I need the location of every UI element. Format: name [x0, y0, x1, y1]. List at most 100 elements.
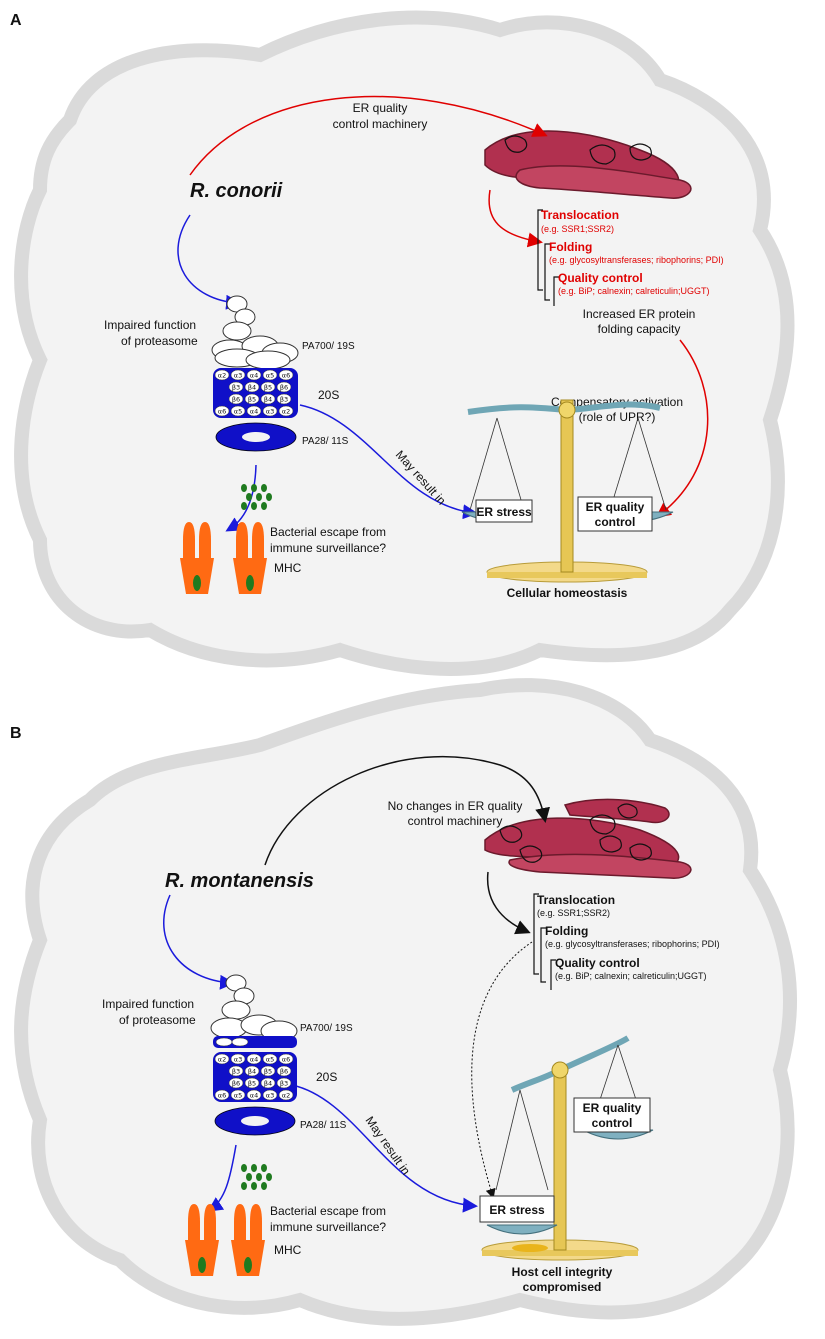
- proteasome-subunit-label: α4: [250, 1056, 258, 1064]
- arrow-peptides-to-mhc-a: [225, 464, 257, 532]
- translocation-eg-b: (e.g. SSR1;SSR2): [537, 908, 610, 918]
- folding-eg-a: (e.g. glycosyltransferases; ribophorins;…: [549, 255, 724, 265]
- arrow-bacterium-to-er-a: [189, 95, 548, 176]
- er-components-list-b: Translocation (e.g. SSR1;SSR2) Folding (…: [533, 893, 720, 990]
- er-machinery-label-b-1: No changes in ER quality: [388, 799, 523, 813]
- folding-eg-b: (e.g. glycosyltransferases; ribophorins;…: [545, 939, 720, 949]
- proteasome-subunit: [244, 1065, 260, 1077]
- increased-label-a-1: Increased ER protein: [583, 307, 696, 321]
- proteasome-subunit: [276, 381, 292, 393]
- proteasome-subunit: [230, 1089, 246, 1101]
- proteasome-subunit-label: α5: [266, 1056, 274, 1064]
- proteasome-subunit: [244, 393, 260, 405]
- qc-eg-a: (e.g. BiP; calnexin; calreticulin;UGGT): [558, 286, 710, 296]
- er-stress-label-b: ER stress: [489, 1203, 545, 1217]
- arrow-capacity-to-erqc-a: [655, 339, 709, 518]
- proteasome-subunit-label: α3: [266, 408, 274, 416]
- proteasome-subunit: [246, 405, 262, 417]
- proteasome-subunit: [260, 393, 276, 405]
- proteasome-subunit-label: β4: [248, 1068, 256, 1076]
- proteasome-subunit: [228, 1077, 244, 1089]
- er-stress-box-a: [475, 499, 533, 523]
- mhc-label-b: MHC: [274, 1243, 302, 1257]
- balance-scale-b: [481, 1035, 654, 1261]
- qc-label-a: Quality control: [558, 271, 643, 285]
- increased-label-a-2: folding capacity: [598, 322, 681, 336]
- translocation-eg-a: (e.g. SSR1;SSR2): [541, 224, 614, 234]
- arrow-er-to-list-b: [486, 871, 531, 935]
- proteasome-subunit: [276, 1065, 292, 1077]
- proteasome-subunit: [262, 1053, 278, 1065]
- proteasome-subunit-label: α2: [218, 372, 226, 380]
- proteasome-subunit: [228, 1065, 244, 1077]
- er-stress-box-b: [479, 1195, 555, 1223]
- proteasome-subunit: [260, 1065, 276, 1077]
- proteasome-subunit-label: α4: [250, 408, 258, 416]
- proteasome-subunit-label: α2: [218, 1056, 226, 1064]
- escape-label-b-1: Bacterial escape from: [270, 1204, 386, 1218]
- compromised-label-b-2: compromised: [523, 1280, 602, 1294]
- er-machinery-label-a-2: control machinery: [333, 117, 428, 131]
- proteasome-subunit-label: α6: [218, 408, 226, 416]
- er-stress-label-a: ER stress: [476, 505, 532, 519]
- proteasome-subunit: [244, 381, 260, 393]
- arrow-proteasome-to-erstress-b: [291, 1084, 478, 1213]
- proteasome-subunit: [228, 393, 244, 405]
- panel-a-letter: A: [10, 12, 22, 29]
- proteasome-subunit: [246, 1089, 262, 1101]
- escape-label-a-1: Bacterial escape from: [270, 525, 386, 539]
- impaired-label-a-1: Impaired function: [104, 318, 196, 332]
- erqc-label-b-1: ER quality: [583, 1101, 642, 1115]
- proteasome-subunit-label: α6: [218, 1092, 226, 1100]
- erqc-box-a: [577, 496, 653, 532]
- arrow-er-to-list-a: [488, 189, 543, 248]
- proteasome-subunit: [278, 1089, 294, 1101]
- proteasome-subunit: [214, 1089, 230, 1101]
- proteasome-subunit-label: β3: [232, 384, 240, 392]
- proteasome-subunit-label: β5: [248, 1080, 256, 1088]
- bacterium-label-a: R. conorii: [190, 180, 283, 202]
- proteasome-subunit-label: β6: [280, 384, 288, 392]
- proteasome-subunit: [260, 1077, 276, 1089]
- bacterium-label-b: R. montanensis: [165, 870, 314, 892]
- panel-b-letter: B: [10, 725, 22, 742]
- proteasome-subunit-label: α5: [266, 372, 274, 380]
- panel-a: A R. conorii ER quality control machiner…: [10, 10, 795, 676]
- proteasome-subunit-label: α3: [234, 372, 242, 380]
- mhc-molecules-a: [180, 522, 267, 594]
- proteasome-subunit-label: α2: [282, 408, 290, 416]
- erqc-label-a-1: ER quality: [586, 500, 645, 514]
- proteasome-subunit: [262, 405, 278, 417]
- proteasome-subunit: [214, 405, 230, 417]
- proteasome-subunit: [278, 405, 294, 417]
- proteasome-subunit: [278, 369, 294, 381]
- arrow-peptides-to-mhc-b: [207, 1144, 237, 1212]
- proteasome-subunit-label: β4: [264, 1080, 272, 1088]
- mhc-label-a: MHC: [274, 561, 302, 575]
- proteasome-subunit-label: β5: [248, 396, 256, 404]
- proteasome-subunit: [214, 1053, 230, 1065]
- qc-label-b: Quality control: [555, 956, 640, 970]
- proteasome-subunit: [246, 369, 262, 381]
- pa700-label-b: PA700/ 19S: [300, 1023, 353, 1034]
- proteasome-subunit-label: β4: [248, 384, 256, 392]
- homeostasis-label-a: Cellular homeostasis: [507, 586, 628, 600]
- impaired-label-b-2: of proteasome: [119, 1013, 196, 1027]
- compensatory-label-a-2: (role of UPR?): [579, 410, 656, 424]
- s20-label-b: 20S: [316, 1070, 337, 1084]
- escape-label-a-2: immune surveillance?: [270, 541, 386, 555]
- proteasome-subunit-label: β6: [232, 396, 240, 404]
- pa700-label-a: PA700/ 19S: [302, 341, 355, 352]
- proteasome-subunit-label: β5: [264, 1068, 272, 1076]
- peptides-b: [241, 1164, 272, 1190]
- proteasome-subunit: [278, 1053, 294, 1065]
- proteasome-subunit: [260, 381, 276, 393]
- arrow-bacterium-to-proteasome-b: [163, 894, 235, 990]
- s20-label-a: 20S: [318, 388, 339, 402]
- proteasome-subunit: [244, 1077, 260, 1089]
